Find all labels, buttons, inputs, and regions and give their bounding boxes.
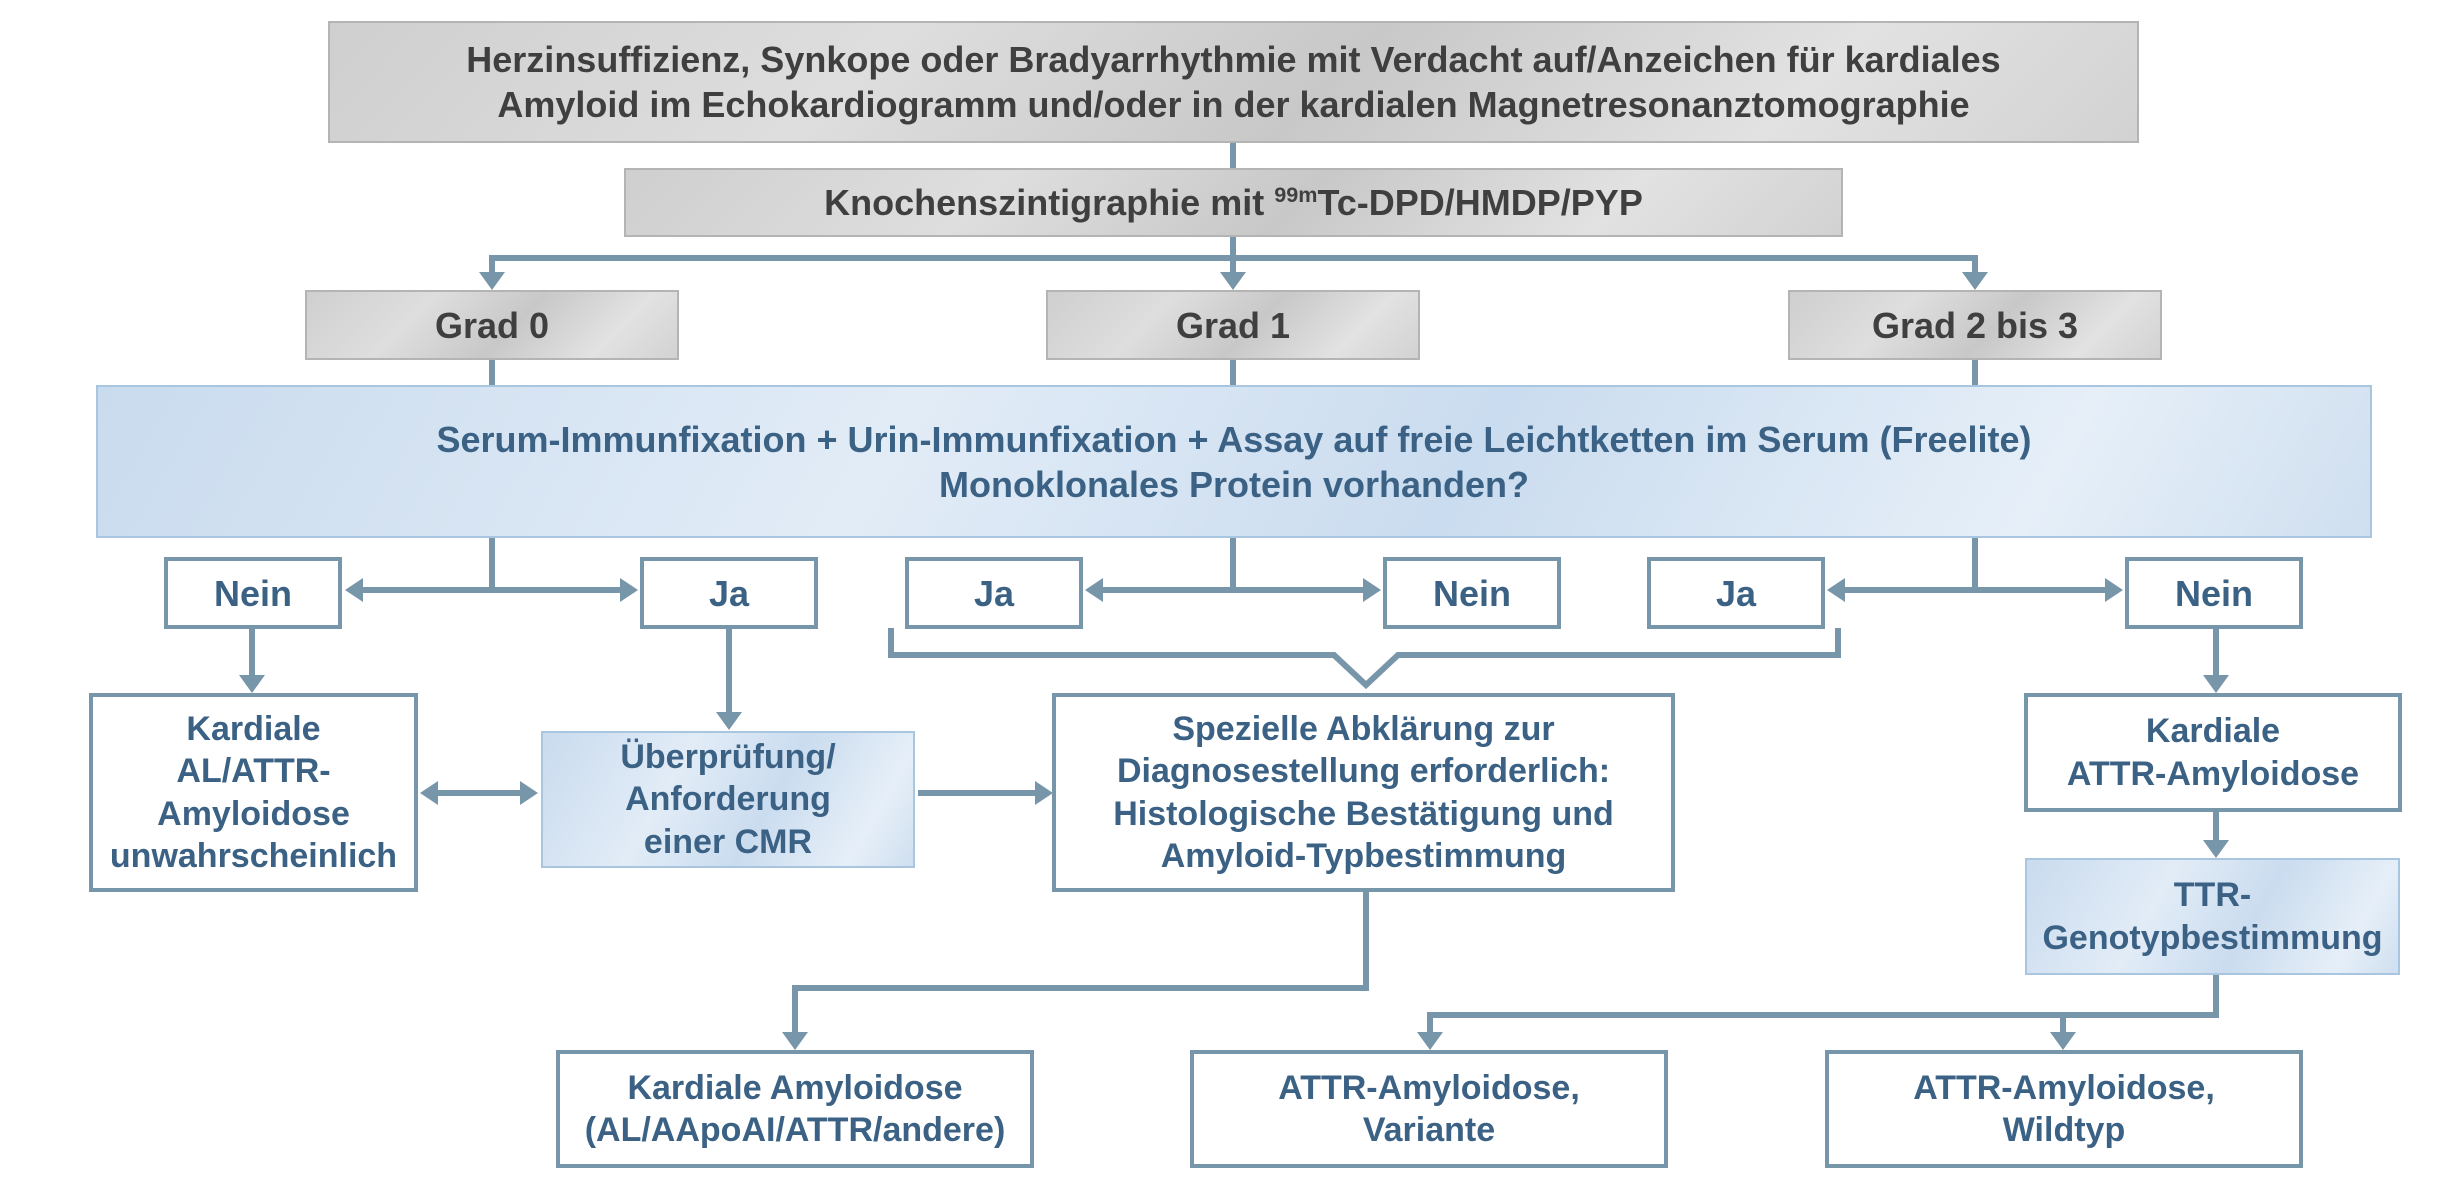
attr-cardiac-line-1: Kardiale xyxy=(2145,712,2281,750)
outcome-cardiac-amyloidosis: Kardiale Amyloidose (AL/AApoAI/ATTR/ande… xyxy=(556,1050,1034,1168)
special-line-2: Diagnosestellung erforderlich: xyxy=(1116,752,1611,790)
unlikely-line-2: AL/ATTR- xyxy=(176,752,331,790)
grade1-ja-box: Ja xyxy=(905,557,1083,629)
symptoms-line-2: Amyloid im Echokardiogramm und/oder in d… xyxy=(497,84,1970,125)
grade2-ja-label: Ja xyxy=(1715,572,1757,614)
outcome-cardiac-line-2: (AL/AApoAI/ATTR/andere) xyxy=(584,1111,1006,1149)
grade2-nein-box: Nein xyxy=(2125,557,2303,629)
grade1-ja-label: Ja xyxy=(973,572,1015,614)
scintigraphy-box: Knochenszintigraphie mit 99mTc-DPD/HMDP/… xyxy=(624,168,1843,237)
outcome-wildtype-line-2: Wildtyp xyxy=(2002,1111,2126,1149)
outcome-attr-wildtype: ATTR-Amyloidose, Wildtyp xyxy=(1825,1050,2303,1168)
scintigraphy-prefix: Knochenszintigraphie mit xyxy=(824,182,1275,223)
unlikely-line-4: unwahrscheinlich xyxy=(109,837,398,875)
special-line-1: Spezielle Abklärung zur xyxy=(1172,709,1555,748)
grade-0-box: Grad 0 xyxy=(305,290,679,360)
arrow-special xyxy=(1035,781,1053,805)
arrow-unlikely-cmr xyxy=(520,781,538,805)
arrow-grade1 xyxy=(1220,272,1246,290)
unlikely-line-1: Kardiale xyxy=(186,709,321,748)
outcome-wildtype-line-1: ATTR-Amyloidose, xyxy=(1913,1068,2215,1107)
grade-0-label: Grad 0 xyxy=(434,304,550,346)
grade0-nein-box: Nein xyxy=(164,557,342,629)
scintigraphy-label: Knochenszintigraphie mit 99mTc-DPD/HMDP/… xyxy=(824,180,1643,225)
arrow-outcome-wildtype xyxy=(2050,1032,2076,1050)
outcome-variant-line-2: Variante xyxy=(1362,1111,1496,1149)
outcome-cardiac-line-1: Kardiale Amyloidose xyxy=(627,1068,963,1107)
scintigraphy-isotope: 99m xyxy=(1274,182,1318,207)
arrow-cmr xyxy=(716,712,742,730)
grade-2-3-label: Grad 2 bis 3 xyxy=(1871,304,2079,346)
connector-ttr-variant xyxy=(1427,975,2219,1035)
arrow-g1-ja xyxy=(1085,578,1103,602)
symptoms-line-1: Herzinsuffizienz, Synkope oder Bradyarrh… xyxy=(466,39,2001,80)
serum-test-box: Serum-Immunfixation + Urin-Immunfixation… xyxy=(96,385,2372,538)
arrow-outcome-cardiac xyxy=(782,1032,808,1050)
grade2-nein-label: Nein xyxy=(2174,572,2253,614)
arrow-ttr xyxy=(2203,840,2229,858)
cmr-line-2: Anforderung xyxy=(625,780,831,819)
cmr-review-box: Überprüfung/ Anforderung einer CMR xyxy=(541,731,915,868)
grade1-nein-box: Nein xyxy=(1383,557,1561,629)
arrow-g1-nein xyxy=(1363,578,1381,602)
attr-cardiac-line-2: ATTR-Amyloidose xyxy=(2066,754,2360,793)
grade-1-box: Grad 1 xyxy=(1046,290,1420,360)
amyloidosis-unlikely-box: Kardiale AL/ATTR- Amyloidose unwahrschei… xyxy=(89,693,418,892)
arrow-unlikely xyxy=(239,675,265,693)
brace-to-special xyxy=(888,628,1841,690)
arrow-grade2 xyxy=(1962,272,1988,290)
connector-scan-branch xyxy=(489,255,1978,275)
ttr-line-2: Genotypbestimmung xyxy=(2042,918,2383,957)
cmr-line-3: einer CMR xyxy=(643,822,813,861)
serum-test-line-1: Serum-Immunfixation + Urin-Immunfixation… xyxy=(436,418,2032,460)
grade-1-label: Grad 1 xyxy=(1175,304,1291,346)
connector-special-outcome xyxy=(792,892,1369,1035)
cmr-line-1: Überprüfung/ xyxy=(620,737,836,776)
arrow-grade0 xyxy=(479,272,505,290)
arrow-cmr-unlikely xyxy=(420,781,438,805)
grade2-ja-box: Ja xyxy=(1647,557,1825,629)
ttr-genotyping-box: TTR- Genotypbestimmung xyxy=(2025,858,2400,975)
grade0-nein-label: Nein xyxy=(213,572,292,614)
outcome-attr-variant: ATTR-Amyloidose, Variante xyxy=(1190,1050,1668,1168)
arrow-attr xyxy=(2203,675,2229,693)
outcome-variant-line-1: ATTR-Amyloidose, xyxy=(1278,1068,1580,1107)
unlikely-line-3: Amyloidose xyxy=(157,794,350,833)
scintigraphy-suffix: Tc-DPD/HMDP/PYP xyxy=(1317,182,1643,223)
arrow-g0-ja xyxy=(620,578,638,602)
arrow-g0-nein xyxy=(345,578,363,602)
symptoms-box: Herzinsuffizienz, Synkope oder Bradyarrh… xyxy=(328,21,2139,143)
arrow-g2-ja xyxy=(1827,578,1845,602)
grade0-ja-box: Ja xyxy=(640,557,818,629)
grade-2-3-box: Grad 2 bis 3 xyxy=(1788,290,2162,360)
arrow-g2-nein xyxy=(2105,578,2123,602)
special-line-3: Histologische Bestätigung und xyxy=(1113,794,1614,833)
special-line-4: Amyloid-Typbestimmung xyxy=(1160,837,1567,875)
arrow-outcome-variant xyxy=(1417,1032,1443,1050)
attr-cardiac-box: Kardiale ATTR-Amyloidose xyxy=(2024,693,2402,812)
special-workup-box: Spezielle Abklärung zur Diagnosestellung… xyxy=(1052,693,1675,892)
grade1-nein-label: Nein xyxy=(1432,572,1511,614)
ttr-line-1: TTR- xyxy=(2173,876,2252,914)
serum-test-line-2: Monoklonales Protein vorhanden? xyxy=(938,463,1530,505)
grade0-ja-label: Ja xyxy=(708,572,750,614)
